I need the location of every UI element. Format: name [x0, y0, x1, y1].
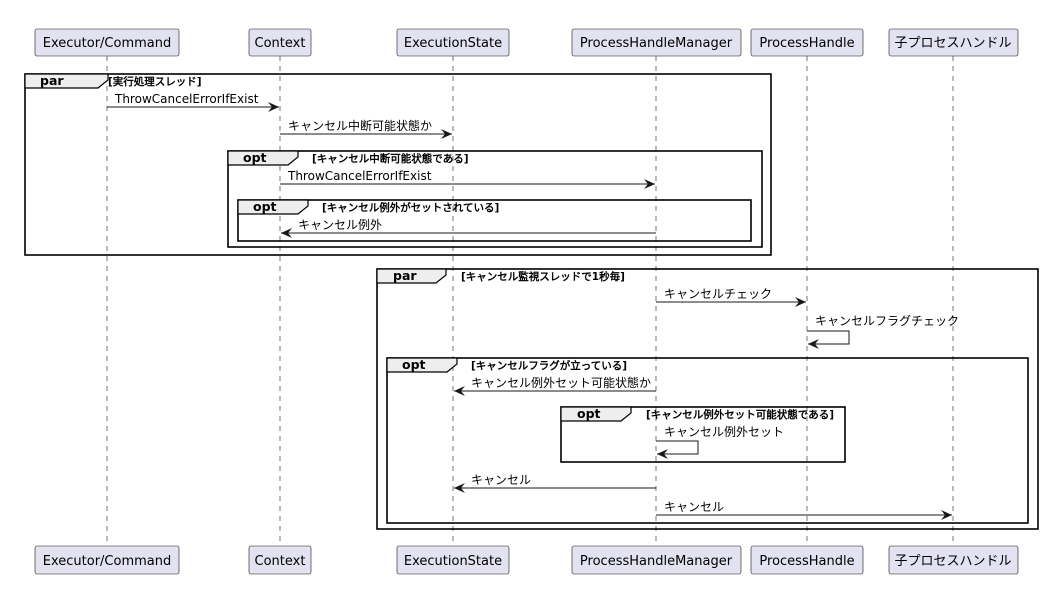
participant-label: ProcessHandle [759, 36, 854, 51]
participant-label: 子プロセスハンドル [894, 554, 1011, 569]
fragment-kind: opt [402, 357, 426, 372]
participant-label: ExecutionState [404, 554, 502, 569]
message-cancel-to-state: キャンセル [454, 473, 656, 493]
participant-process-handle-bottom: ProcessHandle [750, 545, 864, 575]
message-cancel-exception: キャンセル例外 [281, 218, 656, 238]
participant-context: Context [248, 28, 312, 57]
fragment-kind: opt [243, 150, 267, 165]
participant-process-handle-manager: ProcessHandleManager [571, 28, 742, 57]
fragment-opt-cancel-exception-settable: opt [キャンセル例外セット可能状態である] [560, 406, 846, 463]
message-throw-cancel-error-if-exist-2: ThrowCancelErrorIfExist [280, 169, 655, 189]
fragment-kind: par [40, 73, 64, 88]
fragment-condition: [キャンセル中断可能状態である] [312, 152, 469, 165]
participant-execution-state-bottom: ExecutionState [396, 545, 510, 575]
participant-label: Executor/Command [43, 36, 171, 51]
participant-process-handle: ProcessHandle [750, 28, 864, 57]
participant-label: Context [255, 36, 306, 51]
participant-process-handle-manager-bottom: ProcessHandleManager [571, 545, 742, 575]
participant-label: ProcessHandle [759, 554, 854, 569]
participant-execution-state: ExecutionState [396, 28, 510, 57]
message-label: ThrowCancelErrorIfExist [114, 92, 259, 106]
fragment-condition: [キャンセル例外セット可能状態である] [646, 408, 834, 421]
participant-label: 子プロセスハンドル [894, 36, 1011, 51]
participants-bottom: Executor/Command Context ExecutionState … [34, 545, 1019, 575]
message-cancel-exception-set: キャンセル例外セット [656, 425, 784, 459]
message-cancel-to-child: キャンセル [656, 500, 952, 520]
fragment-opt-cancel-exception-set: opt [キャンセル例外がセットされている] [237, 199, 752, 242]
messages: ThrowCancelErrorIfExist キャンセル中断可能状態か Thr… [107, 92, 959, 520]
message-label: キャンセル例外 [298, 218, 382, 232]
participants-top: Executor/Command Context ExecutionState … [34, 28, 1019, 57]
fragment-condition: [キャンセル例外がセットされている] [322, 201, 499, 214]
fragment-par-execution-thread: par [実行処理スレッド] [24, 73, 772, 256]
fragment-condition: [実行処理スレッド] [108, 75, 202, 88]
message-label: キャンセル [664, 500, 724, 514]
fragment-kind: par [393, 268, 417, 283]
message-label: キャンセルチェック [664, 287, 772, 301]
fragment-opt-cancel-flag-set: opt [キャンセルフラグが立っている] [386, 357, 1029, 524]
participant-executor-command: Executor/Command [34, 28, 180, 57]
message-label: キャンセル中断可能状態か [288, 118, 432, 133]
fragment-kind: opt [577, 406, 601, 421]
participant-label: Context [255, 554, 306, 569]
fragment-par-cancel-monitor-thread: par [キャンセル監視スレッドで1秒毎] [376, 268, 1039, 530]
message-label: ThrowCancelErrorIfExist [287, 169, 432, 183]
participant-child-process-handle-bottom: 子プロセスハンドル [888, 545, 1019, 575]
participant-label: Executor/Command [43, 554, 171, 569]
message-label: キャンセル例外セット [664, 425, 784, 439]
lifelines [106, 56, 954, 546]
message-cancel-interruptible-query: キャンセル中断可能状態か [280, 118, 452, 139]
message-cancel-flag-check: キャンセルフラグチェック [807, 314, 959, 349]
fragment-kind: opt [253, 199, 277, 214]
fragment-opt-cancel-interruptible: opt [キャンセル中断可能状態である] [227, 150, 763, 248]
fragment-condition: [キャンセル監視スレッドで1秒毎] [461, 270, 625, 283]
message-cancel-exception-settable-query: キャンセル例外セット可能状態か [454, 375, 656, 396]
participant-executor-command-bottom: Executor/Command [34, 545, 180, 575]
fragment-condition: [キャンセルフラグが立っている] [471, 359, 627, 372]
message-label: キャンセルフラグチェック [815, 314, 959, 328]
message-cancel-check: キャンセルチェック [656, 287, 806, 307]
participant-label: ProcessHandleManager [580, 36, 733, 51]
participant-label: ExecutionState [404, 36, 502, 51]
message-label: キャンセル例外セット可能状態か [471, 375, 651, 390]
participant-child-process-handle: 子プロセスハンドル [888, 28, 1019, 57]
participant-label: ProcessHandleManager [580, 554, 733, 569]
message-label: キャンセル [471, 473, 531, 487]
message-throw-cancel-error-if-exist-1: ThrowCancelErrorIfExist [107, 92, 279, 112]
participant-context-bottom: Context [248, 545, 312, 575]
